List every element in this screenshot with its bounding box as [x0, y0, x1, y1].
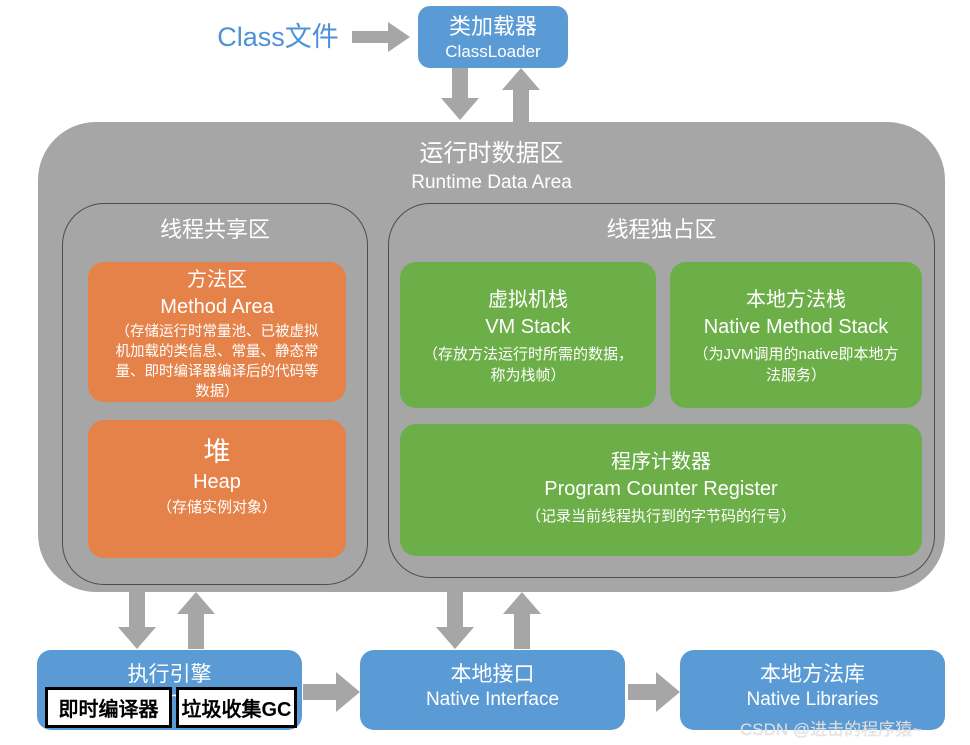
- native-method-stack-desc: （为JVM调用的native即本地方法服务）: [693, 346, 899, 384]
- native-libraries-zh-label: 本地方法库: [760, 663, 865, 686]
- class-file-label: Class文件: [217, 22, 339, 52]
- heap-node: 堆 Heap （存储实例对象）: [88, 420, 346, 558]
- classloader-zh-label: 类加载器: [448, 14, 537, 39]
- pc-register-desc: （记录当前线程执行到的字节码的行号）: [525, 508, 796, 525]
- vm-stack-en-label: VM Stack: [485, 316, 571, 338]
- engine-to-interface-arrow-icon: [303, 672, 360, 712]
- runtime-title-en: Runtime Data Area: [411, 172, 572, 193]
- vm-stack-node: 虚拟机栈 VM Stack （存放方法运行时所需的数据，称为栈帧）: [400, 262, 656, 408]
- pc-register-en-label: Program Counter Register: [544, 478, 778, 500]
- native-interface-node: 本地接口 Native Interface: [360, 650, 625, 730]
- method-area-desc: （存储运行时常量池、已被虚拟机加载的类信息、常量、静态常量、即时编译器编译后的代…: [115, 324, 319, 400]
- native-method-stack-node: 本地方法栈 Native Method Stack （为JVM调用的native…: [670, 262, 922, 408]
- class-to-loader-arrow-icon: [352, 22, 410, 52]
- pc-register-zh-label: 程序计数器: [611, 451, 711, 473]
- native-method-stack-zh-label: 本地方法栈: [746, 289, 846, 311]
- runtime-to-interface-down-arrow-icon: [436, 592, 474, 649]
- runtime-to-loader-up-arrow-icon: [502, 68, 540, 122]
- classloader-node: 类加载器 ClassLoader: [418, 6, 568, 68]
- heap-desc: （存储实例对象）: [156, 499, 277, 516]
- native-libraries-en-label: Native Libraries: [746, 689, 879, 710]
- heap-zh-label: 堆: [203, 437, 231, 467]
- interface-to-libraries-arrow-icon: [628, 672, 680, 712]
- thread-shared-title: 线程共享区: [159, 217, 270, 242]
- native-libraries-node: 本地方法库 Native Libraries: [680, 650, 945, 730]
- native-interface-en-label: Native Interface: [425, 689, 560, 710]
- shared-to-engine-down-arrow-icon: [118, 592, 156, 649]
- engine-to-shared-up-arrow-icon: [177, 592, 215, 649]
- thread-exclusive-title: 线程独占区: [606, 217, 717, 242]
- loader-to-runtime-down-arrow-icon: [441, 68, 479, 120]
- runtime-title-zh: 运行时数据区: [419, 140, 564, 167]
- vm-stack-desc: （存放方法运行时所需的数据，称为栈帧）: [422, 346, 633, 384]
- watermark: CSDN @进击的程序猿~: [740, 720, 923, 739]
- native-method-stack-en-label: Native Method Stack: [703, 316, 889, 338]
- execution-engine-zh-label: 执行引擎: [127, 663, 212, 686]
- pc-register-node: 程序计数器 Program Counter Register （记录当前线程执行…: [400, 424, 922, 556]
- interface-to-runtime-up-arrow-icon: [503, 592, 541, 649]
- native-interface-zh-label: 本地接口: [450, 663, 535, 686]
- vm-stack-zh-label: 虚拟机栈: [488, 289, 568, 311]
- method-area-node: 方法区 Method Area （存储运行时常量池、已被虚拟机加载的类信息、常量…: [88, 262, 346, 402]
- gc-badge: 垃圾收集GC: [176, 687, 297, 728]
- heap-en-label: Heap: [193, 471, 241, 493]
- method-area-zh-label: 方法区: [187, 269, 247, 291]
- classloader-en-label: ClassLoader: [445, 42, 541, 61]
- method-area-en-label: Method Area: [160, 296, 274, 318]
- jit-compiler-badge: 即时编译器: [45, 687, 172, 728]
